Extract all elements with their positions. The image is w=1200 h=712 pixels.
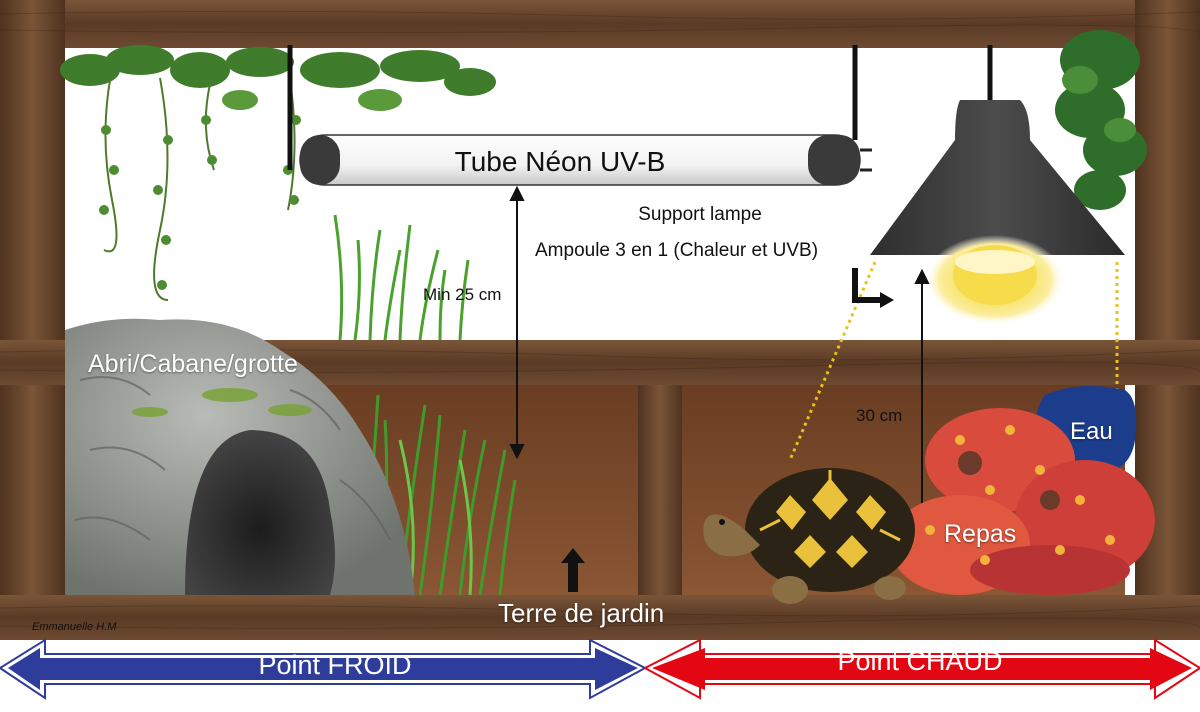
bulb-label: Ampoule 3 en 1 (Chaleur et UVB)	[535, 240, 819, 261]
frame-left	[0, 0, 65, 640]
cold-zone-label: Point FROID	[258, 650, 412, 680]
water-label: Eau	[1070, 418, 1113, 445]
frame-top	[0, 0, 1200, 48]
hot-zone-arrow	[642, 638, 1200, 700]
neon-tube-label: Tube Néon UV-B	[454, 146, 666, 177]
uvb-neon-tube	[287, 45, 872, 186]
lamp-support-arrow	[852, 268, 894, 308]
frame-bottom	[0, 595, 1200, 640]
author-credit: Emmanuelle H.M	[32, 621, 117, 633]
tortoise	[703, 468, 915, 604]
hot-zone-label: Point CHAUD	[837, 646, 1003, 676]
plant-right	[1055, 30, 1147, 210]
substrate-label: Terre de jardin	[498, 598, 665, 628]
min-distance-label: Min 25 cm	[423, 285, 502, 304]
cave	[65, 318, 415, 595]
substrate-arrow	[561, 548, 585, 592]
cold-zone-arrow	[0, 638, 648, 700]
vines-left	[60, 45, 496, 111]
distance-arrow-neon	[509, 185, 525, 460]
grass	[333, 214, 470, 341]
heat-lamp	[870, 45, 1125, 325]
lamp-support-label: Support lampe	[638, 204, 762, 225]
food-label: Repas	[944, 520, 1017, 548]
cactus-food	[890, 408, 1155, 595]
frame-center-post	[638, 385, 682, 595]
shelter-label: Abri/Cabane/grotte	[88, 350, 298, 378]
bulb-distance-label: 30 cm	[856, 406, 903, 425]
